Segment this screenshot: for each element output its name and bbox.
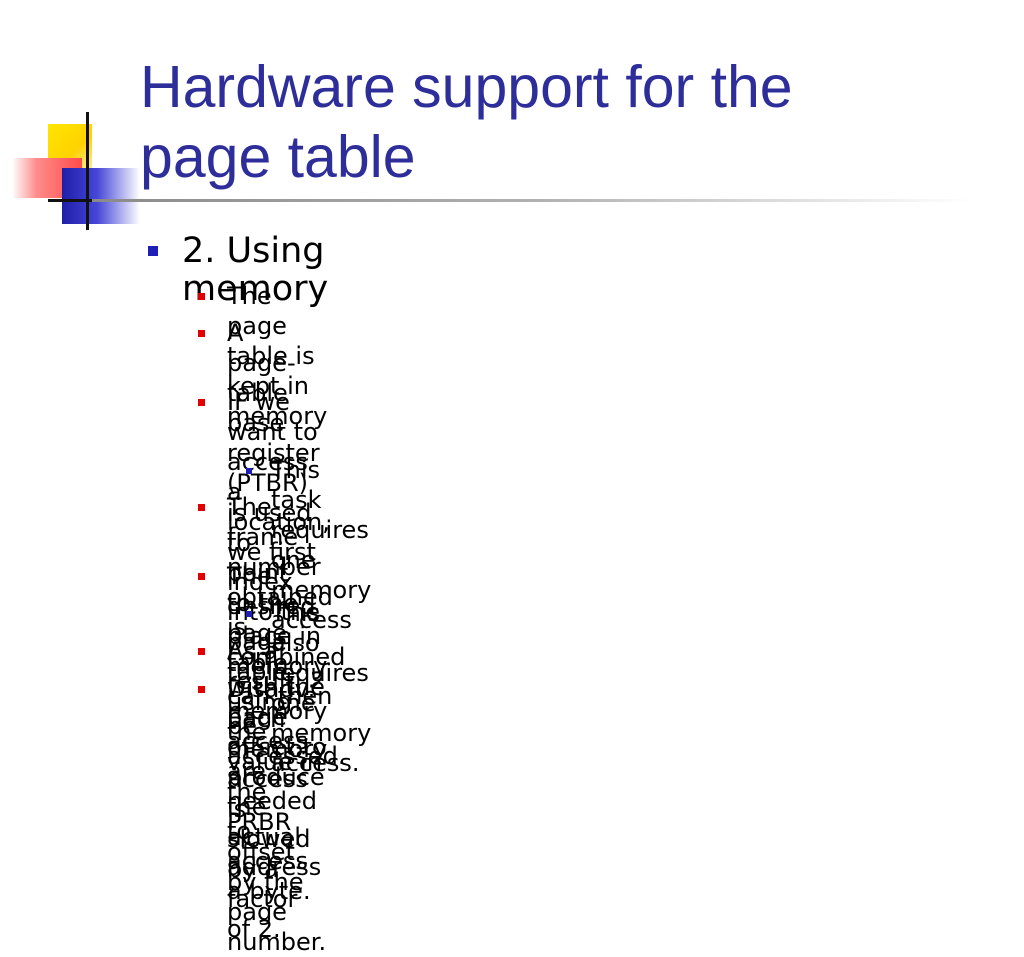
square-bullet-icon — [148, 246, 158, 256]
bullet-text: The page table is kept in memory — [227, 282, 328, 430]
title-line-2: page table — [140, 124, 416, 190]
bullet-level2: A page-table base register (PTBR) is use… — [198, 318, 320, 678]
bullet-level1: 2. Using memory — [148, 231, 329, 309]
title-line-1: Hardware support for the — [140, 54, 793, 120]
square-bullet-icon — [198, 573, 205, 580]
bullet-text-line: The frame number obtained is combined wi… — [227, 493, 346, 731]
square-bullet-icon — [198, 648, 205, 655]
bullet-text: This task requires one memory access — [271, 456, 372, 634]
bullet-level2: The page table is kept in memory — [198, 281, 328, 431]
square-bullet-icon — [246, 468, 252, 474]
square-bullet-icon — [198, 399, 205, 406]
bullet-text-line: page table. — [227, 619, 296, 677]
square-bullet-icon — [198, 293, 205, 300]
bullet-text-line: A page-table base register (PTBR) is use… — [227, 319, 320, 617]
bullet-level3: This task requires one memory access — [246, 455, 372, 635]
square-bullet-icon — [198, 330, 205, 337]
square-bullet-icon — [198, 504, 205, 511]
bullet-text-line: IF we want to access a location, we firs… — [227, 388, 330, 656]
logo-blue-square — [62, 168, 140, 224]
decorative-logo — [0, 0, 140, 240]
logo-vertical-line — [86, 112, 89, 230]
square-bullet-icon — [246, 611, 252, 617]
slide: Hardware support for the page table 2. U… — [0, 0, 1000, 956]
bullet-text: 2. Using memory — [182, 231, 329, 309]
bullet-level2: Disadv: Each memory access is slowed by … — [198, 674, 328, 944]
bullet-text: Disadv: Each memory access is slowed by … — [227, 675, 328, 943]
square-bullet-icon — [198, 686, 205, 693]
bullet-text: The desired place in memory can then be … — [227, 562, 346, 770]
slide-title: Hardware support for the page table — [140, 52, 1000, 192]
title-divider — [92, 199, 972, 202]
logo-horizontal-line — [48, 199, 110, 202]
bullet-level2: The desired place in memory can then be … — [198, 561, 346, 771]
